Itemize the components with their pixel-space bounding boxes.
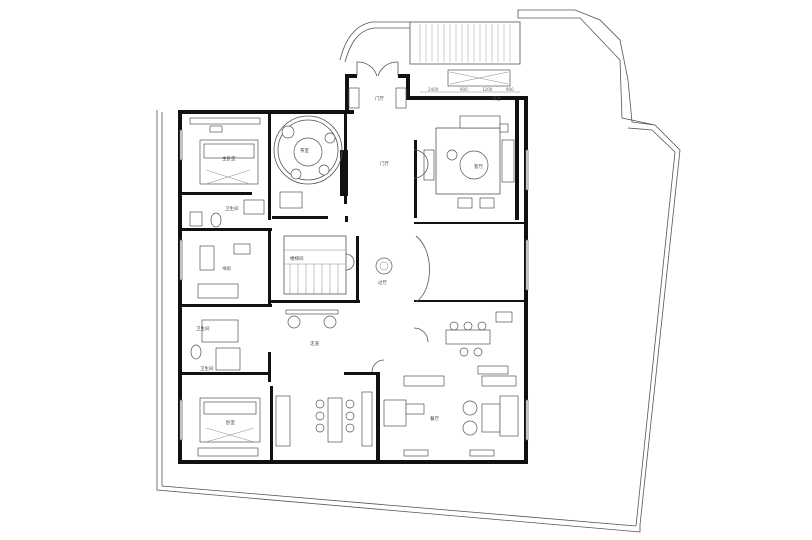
- window-marks: [179, 129, 529, 441]
- room-label-study: 书房: [222, 265, 231, 272]
- dimension-label-3: 1200: [482, 87, 493, 92]
- kitchen-island: [315, 391, 373, 447]
- dining-room: 餐厅: [383, 395, 519, 457]
- dimension-label-1: 2400: [428, 87, 439, 92]
- central-hall: 过厅 走道: [285, 235, 430, 373]
- room-label-entrance: 门厅: [375, 95, 384, 102]
- room-label-closet-bathroom: 卫生间: [200, 365, 214, 372]
- room-label-stairs: 楼梯间: [290, 255, 304, 262]
- dimension-lines: 2400 900 1200 900: [420, 87, 520, 93]
- study-room: 书房: [197, 243, 251, 299]
- bottom-left-bedroom: 卧室: [197, 395, 291, 457]
- dining-area: [403, 311, 517, 387]
- room-label-hall-upper: 门厅: [380, 160, 389, 167]
- room-label-round-room: 茶室: [300, 147, 309, 154]
- terrace-outline: [156, 9, 681, 533]
- stairs: 楼梯间: [283, 235, 355, 295]
- top-left-bedroom: 主卧室 卫生间: [189, 117, 265, 228]
- dimension-label-2: 900: [460, 87, 468, 92]
- interior-walls: [182, 100, 524, 464]
- room-label-corridor: 走道: [310, 340, 319, 347]
- room-label-hall-center: 过厅: [378, 279, 387, 286]
- room-label-living-room: 客厅: [474, 163, 483, 170]
- room-label-dining: 餐厅: [430, 415, 439, 422]
- balcony-hatch: [409, 21, 521, 87]
- room-label-bedroom-bottom-left: 卧室: [226, 419, 235, 426]
- room-label-balcony: 阳台: [492, 95, 501, 102]
- living-room: 客厅: [413, 115, 515, 209]
- room-label-bedroom-top-left: 主卧室: [222, 155, 236, 162]
- dimension-label-4: 900: [506, 87, 514, 92]
- room-label-bathroom-middle: 卫生间: [196, 325, 210, 332]
- entrance-doors: [348, 61, 407, 109]
- room-label-bathroom-top-left: 卫生间: [225, 205, 239, 212]
- middle-bathroom: 卫生间 卫生间: [190, 319, 241, 372]
- round-tea-room: 茶室: [273, 115, 343, 209]
